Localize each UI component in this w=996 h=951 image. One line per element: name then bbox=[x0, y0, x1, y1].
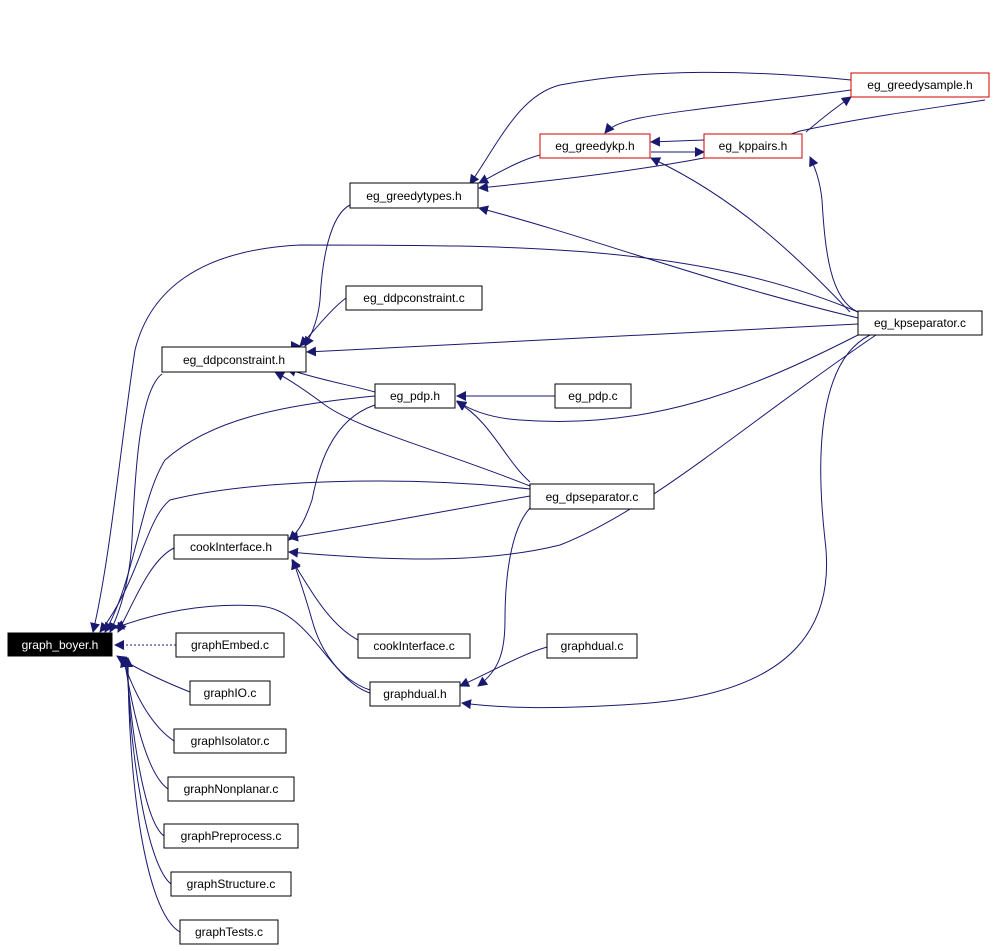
node-eg-ddpconstraint-h[interactable]: eg_ddpconstraint.h bbox=[161, 346, 307, 373]
node-label: eg_greedytypes.h bbox=[366, 189, 461, 203]
edge-egdpseparator-to-graphdualh bbox=[477, 507, 531, 687]
edge-egreedysample-to-egreedytypes bbox=[469, 71, 852, 185]
edge-graphtests-to-graphboyer bbox=[123, 657, 181, 933]
node-label: graph_boyer.h bbox=[22, 638, 99, 652]
node-graphtests-c[interactable]: graphTests.c bbox=[179, 919, 279, 945]
node-label: cookInterface.c bbox=[373, 639, 454, 653]
node-eg-greedytypes-h[interactable]: eg_greedytypes.h bbox=[349, 182, 479, 209]
node-graphdual-c[interactable]: graphdual.c bbox=[546, 633, 638, 659]
edge-egkpseparator-to-egreedykp bbox=[650, 157, 851, 313]
edge-egdpseparator-to-egddpconstrainth bbox=[274, 371, 531, 487]
node-label: graphStructure.c bbox=[187, 877, 276, 891]
node-label: eg_greedysample.h bbox=[867, 78, 972, 92]
node-label: graphIsolator.c bbox=[191, 734, 270, 748]
edge-egreedykp-to-egreedytypes bbox=[478, 154, 541, 184]
edge-egdpseparator-to-cookinterfaceh bbox=[288, 495, 531, 542]
node-eg-kppairs-h[interactable]: eg_kppairs.h bbox=[703, 133, 803, 159]
edge-egreedytypes-into-egddpconstrainth bbox=[304, 204, 351, 347]
edge-egdpseparator-to-graphboyer bbox=[99, 480, 531, 633]
node-graphio-c[interactable]: graphIO.c bbox=[189, 680, 271, 706]
edge-egkpseparator-to-egkppairs bbox=[809, 156, 859, 313]
node-label: cookInterface.h bbox=[190, 540, 272, 554]
edge-egpdph-to-cookinterfaceh bbox=[288, 404, 376, 541]
node-label: eg_ddpconstraint.h bbox=[183, 353, 285, 367]
node-eg-greedykp-h[interactable]: eg_greedykp.h bbox=[539, 133, 651, 159]
edge-cookinterfaceh-to-graphboyer bbox=[117, 547, 175, 633]
node-graphnonplanar-c[interactable]: graphNonplanar.c bbox=[167, 776, 295, 802]
node-label: graphPreprocess.c bbox=[181, 829, 282, 843]
node-graphembed-c[interactable]: graphEmbed.c bbox=[175, 632, 285, 658]
edge-egkppairs-to-egreedykp bbox=[650, 136, 705, 147]
node-eg-greedysample-h[interactable]: eg_greedysample.h bbox=[850, 72, 990, 98]
edge-egpdph-to-graphboyer bbox=[104, 395, 376, 633]
node-label: eg_pdp.c bbox=[568, 389, 617, 403]
node-cookinterface-c[interactable]: cookInterface.c bbox=[357, 633, 471, 659]
node-graph-boyer-h[interactable]: graph_boyer.h bbox=[7, 632, 113, 657]
node-graphpreprocess-c[interactable]: graphPreprocess.c bbox=[163, 823, 299, 849]
node-label: graphNonplanar.c bbox=[184, 782, 279, 796]
edge-graphdualc-to-graphdualh bbox=[459, 646, 548, 687]
node-graphdual-h[interactable]: graphdual.h bbox=[369, 681, 461, 707]
node-label: eg_kpseparator.c bbox=[874, 316, 966, 330]
node-eg-dpseparator-c[interactable]: eg_dpseparator.c bbox=[529, 483, 655, 510]
edge-egkppairs-to-egreedytypes bbox=[478, 157, 705, 193]
edge-egkpseparator-to-egddpconstrainth bbox=[306, 323, 859, 357]
node-graphisolator-c[interactable]: graphIsolator.c bbox=[173, 728, 287, 754]
edge-eddpconstrainth-to-graphboyer bbox=[109, 373, 163, 633]
edge-egkpseparator-to-graphdualh bbox=[461, 334, 871, 710]
nodes: graph_boyer.h graphEmbed.c graphIO.c gra… bbox=[7, 72, 990, 945]
node-cookinterface-h[interactable]: cookInterface.h bbox=[173, 534, 289, 560]
node-label: graphEmbed.c bbox=[191, 638, 269, 652]
node-label: graphIO.c bbox=[204, 686, 257, 700]
edge-graphstructure-to-graphboyer bbox=[122, 657, 172, 885]
node-label: graphdual.c bbox=[561, 639, 624, 653]
edge-graphdualh-to-cookinterfaceh bbox=[291, 559, 371, 691]
node-eg-pdp-h[interactable]: eg_pdp.h bbox=[374, 383, 456, 409]
node-label: graphTests.c bbox=[195, 925, 263, 939]
edge-egkpseparator-to-graphboyer bbox=[90, 244, 859, 633]
node-label: eg_kppairs.h bbox=[719, 139, 788, 153]
node-label: eg_greedykp.h bbox=[555, 139, 634, 153]
node-label: eg_pdp.h bbox=[390, 389, 440, 403]
node-eg-pdp-c[interactable]: eg_pdp.c bbox=[554, 383, 632, 409]
edge-egdpseparator-to-egpdph bbox=[456, 401, 531, 483]
edge-egkppairs-to-egreedysample bbox=[805, 96, 852, 133]
node-graphstructure-c[interactable]: graphStructure.c bbox=[170, 871, 292, 897]
edge-egkpseparator-to-egreedytypes bbox=[478, 205, 859, 319]
edge-graphpreprocess-to-graphboyer bbox=[121, 657, 165, 837]
edge-egreedysample-to-egreedykp bbox=[604, 89, 852, 134]
node-label: graphdual.h bbox=[383, 687, 446, 701]
edge-egddpconstraintc-to-egddpconstrainth bbox=[299, 297, 347, 347]
edge-egkpseparator-to-egpdph bbox=[456, 334, 859, 423]
node-label: eg_ddpconstraint.c bbox=[363, 291, 464, 305]
edges bbox=[90, 71, 986, 933]
edge-egkpseparator-to-cookinterfaceh bbox=[288, 334, 877, 560]
node-eg-ddpconstraint-c[interactable]: eg_ddpconstraint.c bbox=[345, 285, 483, 311]
node-label: eg_dpseparator.c bbox=[546, 490, 639, 504]
node-eg-kpseparator-c[interactable]: eg_kpseparator.c bbox=[857, 310, 983, 336]
